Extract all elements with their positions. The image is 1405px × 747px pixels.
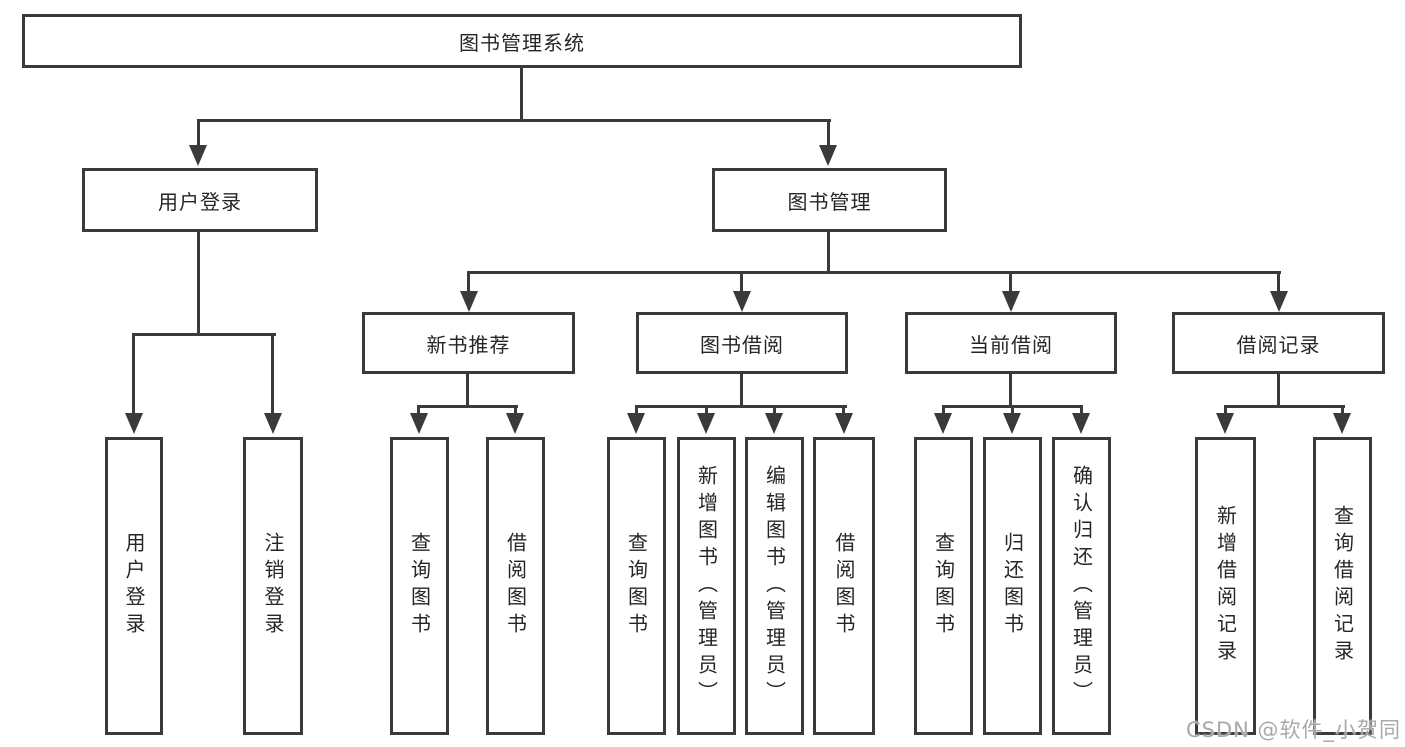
leaf-query-books-borrow-label: 查询图书: [624, 532, 649, 640]
connector-line: [466, 374, 469, 408]
connector-line: [842, 405, 845, 419]
connector-line: [417, 405, 420, 419]
arrow-down-icon: [125, 413, 143, 434]
leaf-edit-books-admin: 编辑图书（管理员）: [745, 437, 804, 735]
connector-line: [197, 119, 831, 122]
arrow-down-icon: [627, 413, 645, 434]
leaf-query-books-current-label: 查询图书: [931, 532, 956, 640]
connector-line: [1009, 271, 1012, 295]
arrow-down-icon: [934, 413, 952, 434]
arrow-down-icon: [765, 413, 783, 434]
arrow-down-icon: [1003, 413, 1021, 434]
arrow-down-icon: [697, 413, 715, 434]
connector-line: [1277, 271, 1280, 295]
leaf-add-borrow-record: 新增借阅记录: [1195, 437, 1256, 735]
connector-line: [417, 405, 518, 408]
leaf-confirm-return-admin: 确认归还（管理员）: [1052, 437, 1111, 735]
leaf-return-books: 归还图书: [983, 437, 1042, 735]
node-user-login-label: 用户登录: [158, 189, 242, 214]
node-borrow-records-label: 借阅记录: [1236, 332, 1321, 357]
leaf-query-books-borrow: 查询图书: [607, 437, 666, 735]
connector-line: [132, 333, 135, 418]
leaf-logout-label: 注销登录: [261, 532, 285, 640]
node-borrow-records: 借阅记录: [1172, 312, 1385, 374]
arrow-down-icon: [1333, 413, 1351, 434]
leaf-borrow-books-label: 借阅图书: [832, 532, 856, 640]
node-root-label: 图书管理系统: [459, 30, 585, 55]
node-book-management: 图书管理: [712, 168, 947, 232]
leaf-confirm-return-admin-label: 确认归还（管理员）: [1069, 464, 1094, 708]
node-current-borrow-label: 当前借阅: [969, 332, 1053, 357]
connector-line: [1341, 405, 1344, 419]
connector-line: [197, 119, 200, 149]
connector-line: [1011, 405, 1014, 419]
connector-line: [1009, 374, 1012, 408]
watermark-text: CSDN @软件_小贺同学: [1186, 718, 1402, 742]
connector-line: [1224, 405, 1345, 408]
leaf-return-books-label: 归还图书: [1000, 532, 1025, 640]
leaf-user-login: 用户登录: [105, 437, 163, 735]
arrow-down-icon: [1002, 291, 1020, 312]
arrow-down-icon: [410, 413, 428, 434]
node-new-book-recommend-label: 新书推荐: [426, 332, 511, 357]
node-book-borrow-label: 图书借阅: [700, 332, 784, 357]
connector-line: [740, 271, 743, 295]
arrow-down-icon: [1270, 291, 1288, 312]
leaf-borrow-books-recommend: 借阅图书: [486, 437, 545, 735]
connector-line: [827, 232, 830, 274]
leaf-edit-books-admin-label: 编辑图书（管理员）: [762, 464, 787, 708]
leaf-query-borrow-record-label: 查询借阅记录: [1330, 505, 1355, 667]
arrow-down-icon: [1072, 413, 1090, 434]
node-new-book-recommend: 新书推荐: [362, 312, 575, 374]
node-user-login: 用户登录: [82, 168, 318, 232]
connector-line: [467, 271, 1281, 274]
connector-line: [740, 374, 743, 408]
leaf-query-borrow-record: 查询借阅记录: [1313, 437, 1372, 735]
node-book-management-label: 图书管理: [787, 189, 872, 214]
arrow-down-icon: [1216, 413, 1234, 434]
connector-line: [705, 405, 708, 419]
node-book-borrow: 图书借阅: [636, 312, 848, 374]
connector-line: [132, 333, 276, 336]
arrow-down-icon: [506, 413, 524, 434]
leaf-add-books-admin: 新增图书（管理员）: [677, 437, 736, 735]
node-root: 图书管理系统: [22, 14, 1022, 68]
connector-line: [467, 271, 470, 295]
leaf-borrow-books: 借阅图书: [813, 437, 875, 735]
leaf-query-books-current: 查询图书: [914, 437, 973, 735]
connector-line: [514, 405, 517, 419]
connector-line: [942, 405, 945, 419]
arrow-down-icon: [189, 145, 207, 166]
arrow-down-icon: [460, 291, 478, 312]
leaf-query-books-recommend: 查询图书: [390, 437, 449, 735]
connector-line: [773, 405, 776, 419]
leaf-query-books-recommend-label: 查询图书: [407, 532, 432, 640]
connector-line: [635, 405, 638, 419]
connector-line: [1080, 405, 1083, 419]
connector-line: [271, 333, 274, 418]
node-current-borrow: 当前借阅: [905, 312, 1117, 374]
leaf-borrow-books-recommend-label: 借阅图书: [503, 532, 528, 640]
connector-line: [827, 119, 830, 149]
leaf-user-login-label: 用户登录: [122, 532, 146, 640]
leaf-add-borrow-record-label: 新增借阅记录: [1213, 505, 1238, 667]
connector-line: [1224, 405, 1227, 419]
arrow-down-icon: [819, 145, 837, 166]
connector-line: [520, 66, 523, 121]
leaf-add-books-admin-label: 新增图书（管理员）: [694, 464, 719, 708]
arrow-down-icon: [264, 413, 282, 434]
connector-line: [197, 232, 200, 336]
connector-line: [1277, 374, 1280, 408]
connector-line: [635, 405, 847, 408]
leaf-logout: 注销登录: [243, 437, 303, 735]
arrow-down-icon: [733, 291, 751, 312]
arrow-down-icon: [835, 413, 853, 434]
